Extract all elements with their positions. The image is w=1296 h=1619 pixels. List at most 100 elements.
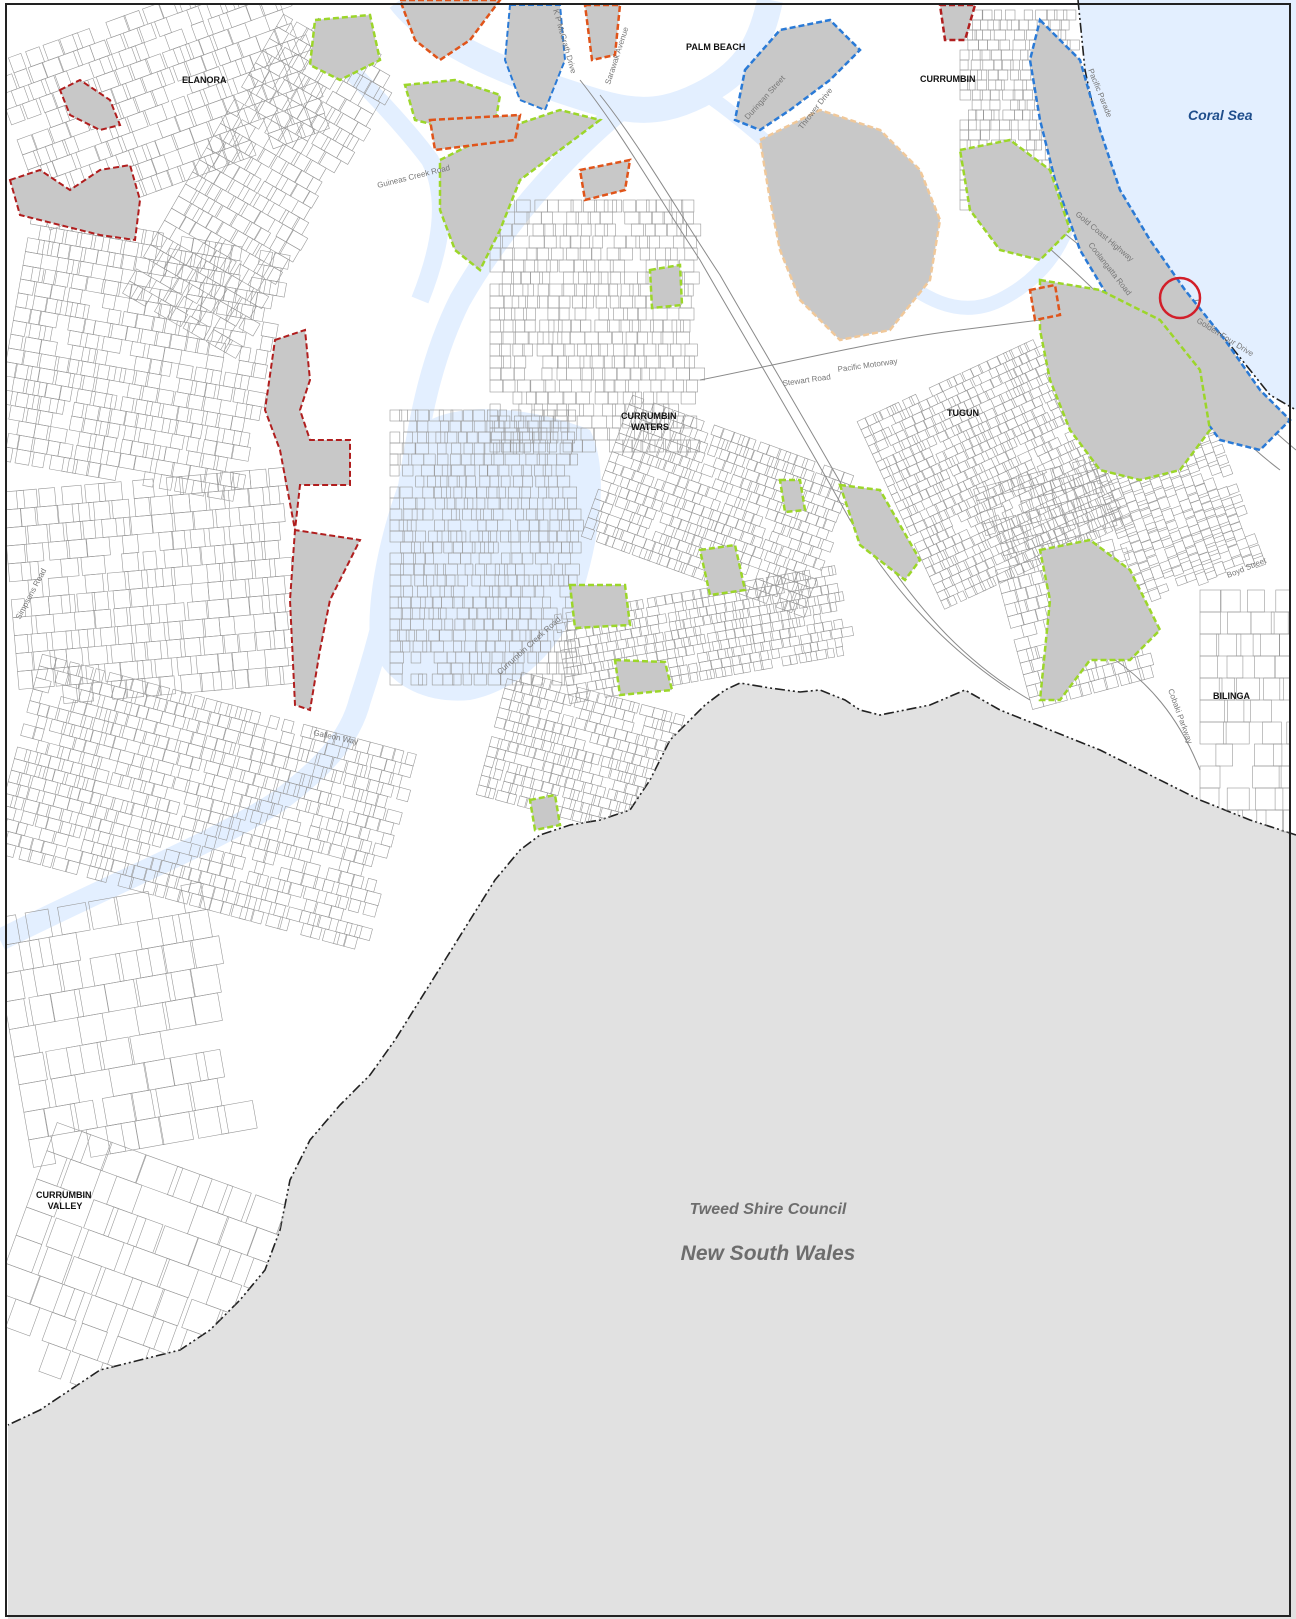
parcel <box>231 854 246 870</box>
parcel <box>664 594 674 605</box>
parcel <box>130 514 154 536</box>
parcel <box>750 513 764 527</box>
parcel <box>188 843 201 858</box>
suburb-label-palm-beach: PALM BEACH <box>686 42 745 52</box>
parcel <box>191 694 205 710</box>
parcel <box>307 837 325 854</box>
parcel <box>305 144 326 164</box>
parcel <box>638 547 654 562</box>
parcel <box>239 303 256 321</box>
parcel <box>66 797 83 814</box>
parcel <box>125 838 143 855</box>
parcel <box>206 482 225 500</box>
parcel <box>248 796 261 812</box>
parcel <box>98 463 118 481</box>
parcel <box>125 678 144 699</box>
parcel <box>88 896 122 930</box>
parcel <box>230 472 247 490</box>
parcel <box>631 544 648 560</box>
parcel <box>95 249 116 268</box>
parcel <box>76 788 94 805</box>
parcel <box>655 595 667 607</box>
parcel <box>208 898 225 914</box>
parcel <box>176 889 191 905</box>
parcel <box>321 878 335 894</box>
parcel <box>118 367 136 385</box>
parcel <box>85 461 101 478</box>
parcel <box>656 553 671 568</box>
parcel <box>119 254 137 271</box>
parcel <box>820 565 834 578</box>
parcel <box>117 774 132 790</box>
parcel <box>258 799 276 816</box>
parcel <box>34 814 49 830</box>
parcel <box>594 427 610 441</box>
parcel <box>351 787 365 802</box>
parcel <box>311 739 328 755</box>
parcel <box>186 546 202 567</box>
parcel <box>135 704 150 720</box>
parcel <box>250 305 266 323</box>
parcel <box>34 505 60 526</box>
parcel <box>581 439 596 453</box>
coral-sea-water <box>1078 0 1296 410</box>
parcel <box>250 362 268 380</box>
parcel <box>555 621 568 634</box>
parcel <box>105 15 131 38</box>
parcel <box>150 415 172 434</box>
parcel <box>557 199 574 213</box>
parcel <box>537 295 549 309</box>
parcel <box>196 242 217 263</box>
currumbin-creek-water <box>389 0 783 123</box>
parcel <box>109 797 129 814</box>
parcel <box>6 104 26 126</box>
parcel <box>184 336 200 354</box>
parcel <box>284 843 298 859</box>
parcel <box>60 1159 102 1199</box>
parcel <box>151 833 164 848</box>
parcel <box>647 550 663 565</box>
parcel <box>267 715 280 730</box>
parcel <box>31 668 55 689</box>
parcel <box>20 723 37 740</box>
parcel <box>601 469 618 485</box>
parcel <box>230 230 254 252</box>
parcel <box>103 978 139 1013</box>
parcel <box>659 512 675 527</box>
parcel <box>166 824 182 841</box>
parcel <box>238 315 261 337</box>
parcel <box>143 244 164 265</box>
parcel <box>559 235 572 249</box>
parcel <box>113 891 154 926</box>
parcel <box>54 670 71 686</box>
parcel <box>305 750 318 765</box>
parcel <box>246 667 269 688</box>
parcel <box>632 391 642 405</box>
parcel <box>673 379 685 393</box>
parcel <box>126 110 149 133</box>
parcel <box>13 68 32 89</box>
parcel <box>691 566 706 581</box>
parcel <box>144 640 162 661</box>
parcel <box>613 379 629 393</box>
parcel <box>161 997 197 1031</box>
parcel <box>133 728 148 744</box>
parcel <box>142 471 156 488</box>
parcel <box>101 517 126 538</box>
overlay-green-waters-2 <box>613 658 674 697</box>
parcel <box>502 379 516 393</box>
parcel <box>775 597 789 611</box>
parcel <box>622 439 633 453</box>
parcel <box>309 925 323 940</box>
parcel <box>29 1275 76 1318</box>
overlay-green-waters-4 <box>648 263 684 310</box>
parcel <box>333 931 348 947</box>
parcel <box>154 299 175 319</box>
parcel <box>289 183 311 204</box>
parcel <box>214 334 234 354</box>
parcel <box>747 555 763 570</box>
parcel <box>72 458 91 477</box>
parcel <box>239 906 254 922</box>
parcel <box>282 781 301 798</box>
